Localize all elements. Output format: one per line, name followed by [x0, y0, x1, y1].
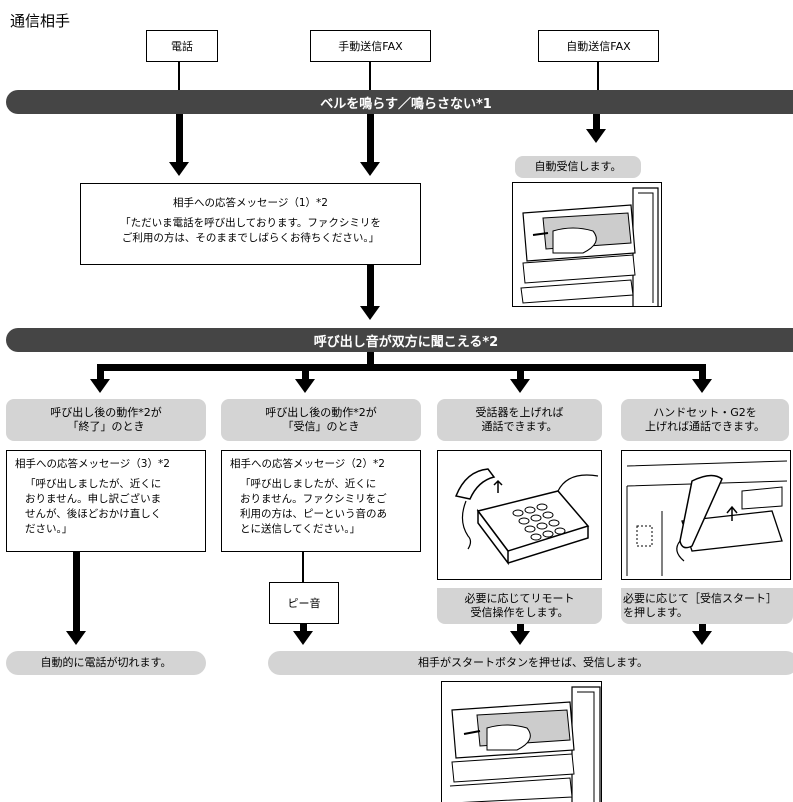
arrow-shaft [73, 552, 80, 632]
beep-tone-box: ピー音 [269, 582, 339, 624]
arrow-head [360, 162, 380, 176]
arrow-shaft [300, 624, 307, 632]
response-message-3-title: 相手への応答メッセージ（3）*2 [15, 458, 170, 470]
source-auto-fax: 自動送信FAX [538, 30, 659, 62]
auto-disconnect-label: 自動的に電話が切れます。 [6, 651, 206, 675]
arrow-head [66, 631, 86, 645]
source-phone: 電話 [146, 30, 218, 62]
response-message-2: 相手への応答メッセージ（2）*2 「呼び出しましたが、近くに おりません。ファク… [221, 450, 421, 552]
arrow-head [293, 631, 313, 645]
ringing-band: 呼び出し音が双方に聞こえる*2 [6, 328, 793, 352]
arrow-head [692, 631, 712, 645]
arrow-head [295, 379, 315, 393]
response-message-2-body: 「呼び出しましたが、近くに おりません。ファクシミリをご 利用の方は、ピーという… [240, 478, 387, 535]
arrow-shaft [699, 624, 706, 632]
page-title: 通信相手 [10, 12, 71, 30]
telephone-drawing [454, 468, 599, 566]
connector [367, 352, 374, 368]
arrow-head [510, 631, 530, 645]
response-message-1: 相手への応答メッセージ（1）*2 「ただいま電話を呼び出しております。ファクシミ… [80, 183, 421, 265]
arrow-head [586, 129, 606, 143]
source-manual-fax: 手動送信FAX [310, 30, 431, 62]
arrow-shaft [699, 364, 706, 380]
arrow-shaft [367, 114, 374, 163]
receive-start-note: 必要に応じて［受信スタート］ を押します。 [621, 588, 793, 624]
response-message-2-title: 相手への応答メッセージ（2）*2 [230, 458, 385, 470]
connector [369, 62, 371, 90]
arrow-head [692, 379, 712, 393]
arrow-shaft [517, 624, 524, 632]
branch-handset-label: 受話器を上げれば 通話できます。 [437, 399, 602, 441]
g2-handset-drawing [626, 460, 788, 576]
auto-receive-label: 自動受信します。 [515, 156, 641, 178]
response-message-1-body: 「ただいま電話を呼び出しております。ファクシミリを ご利用の方は、そのままでしば… [120, 217, 381, 244]
fax-output-tray-illustration [512, 182, 662, 307]
arrow-head [90, 379, 110, 393]
ring-band: ベルを鳴らす／鳴らさない*1 [6, 90, 793, 114]
connector [597, 62, 599, 90]
response-message-3: 相手への応答メッセージ（3）*2 「呼び出しましたが、近くに おりません。申し訳… [6, 450, 206, 552]
connector [178, 62, 180, 90]
fax-output-tray-illustration-bottom [441, 681, 602, 802]
branch-g2-label: ハンドセット・G2を 上げれば通話できます。 [621, 399, 789, 441]
response-message-3-body: 「呼び出しましたが、近くに おりません。申し訳ございま せんが、後ほどおかけ直し… [25, 478, 162, 535]
telephone-illustration [437, 450, 602, 580]
arrow-shaft [97, 364, 104, 380]
arrow-shaft [176, 114, 183, 163]
branch-receive-label: 呼び出し後の動作*2が 「受信」のとき [221, 399, 421, 441]
arrow-shaft [593, 114, 600, 130]
connector [97, 364, 705, 371]
arrow-shaft [302, 364, 309, 380]
arrow-head [360, 306, 380, 320]
arrow-head [169, 162, 189, 176]
fax-tray-drawing-bottom [449, 686, 601, 802]
branch-end-label: 呼び出し後の動作*2が 「終了」のとき [6, 399, 206, 441]
arrow-head [510, 379, 530, 393]
final-receive-label: 相手がスタートボタンを押せば、受信します。 [268, 651, 793, 675]
response-message-1-title: 相手への応答メッセージ（1）*2 [173, 197, 328, 209]
g2-handset-illustration [621, 450, 791, 580]
fax-tray-drawing [520, 187, 659, 306]
remote-operation-note: 必要に応じてリモート 受信操作をします。 [437, 588, 602, 624]
arrow-shaft [367, 265, 374, 307]
connector [302, 552, 304, 582]
arrow-shaft [517, 364, 524, 380]
